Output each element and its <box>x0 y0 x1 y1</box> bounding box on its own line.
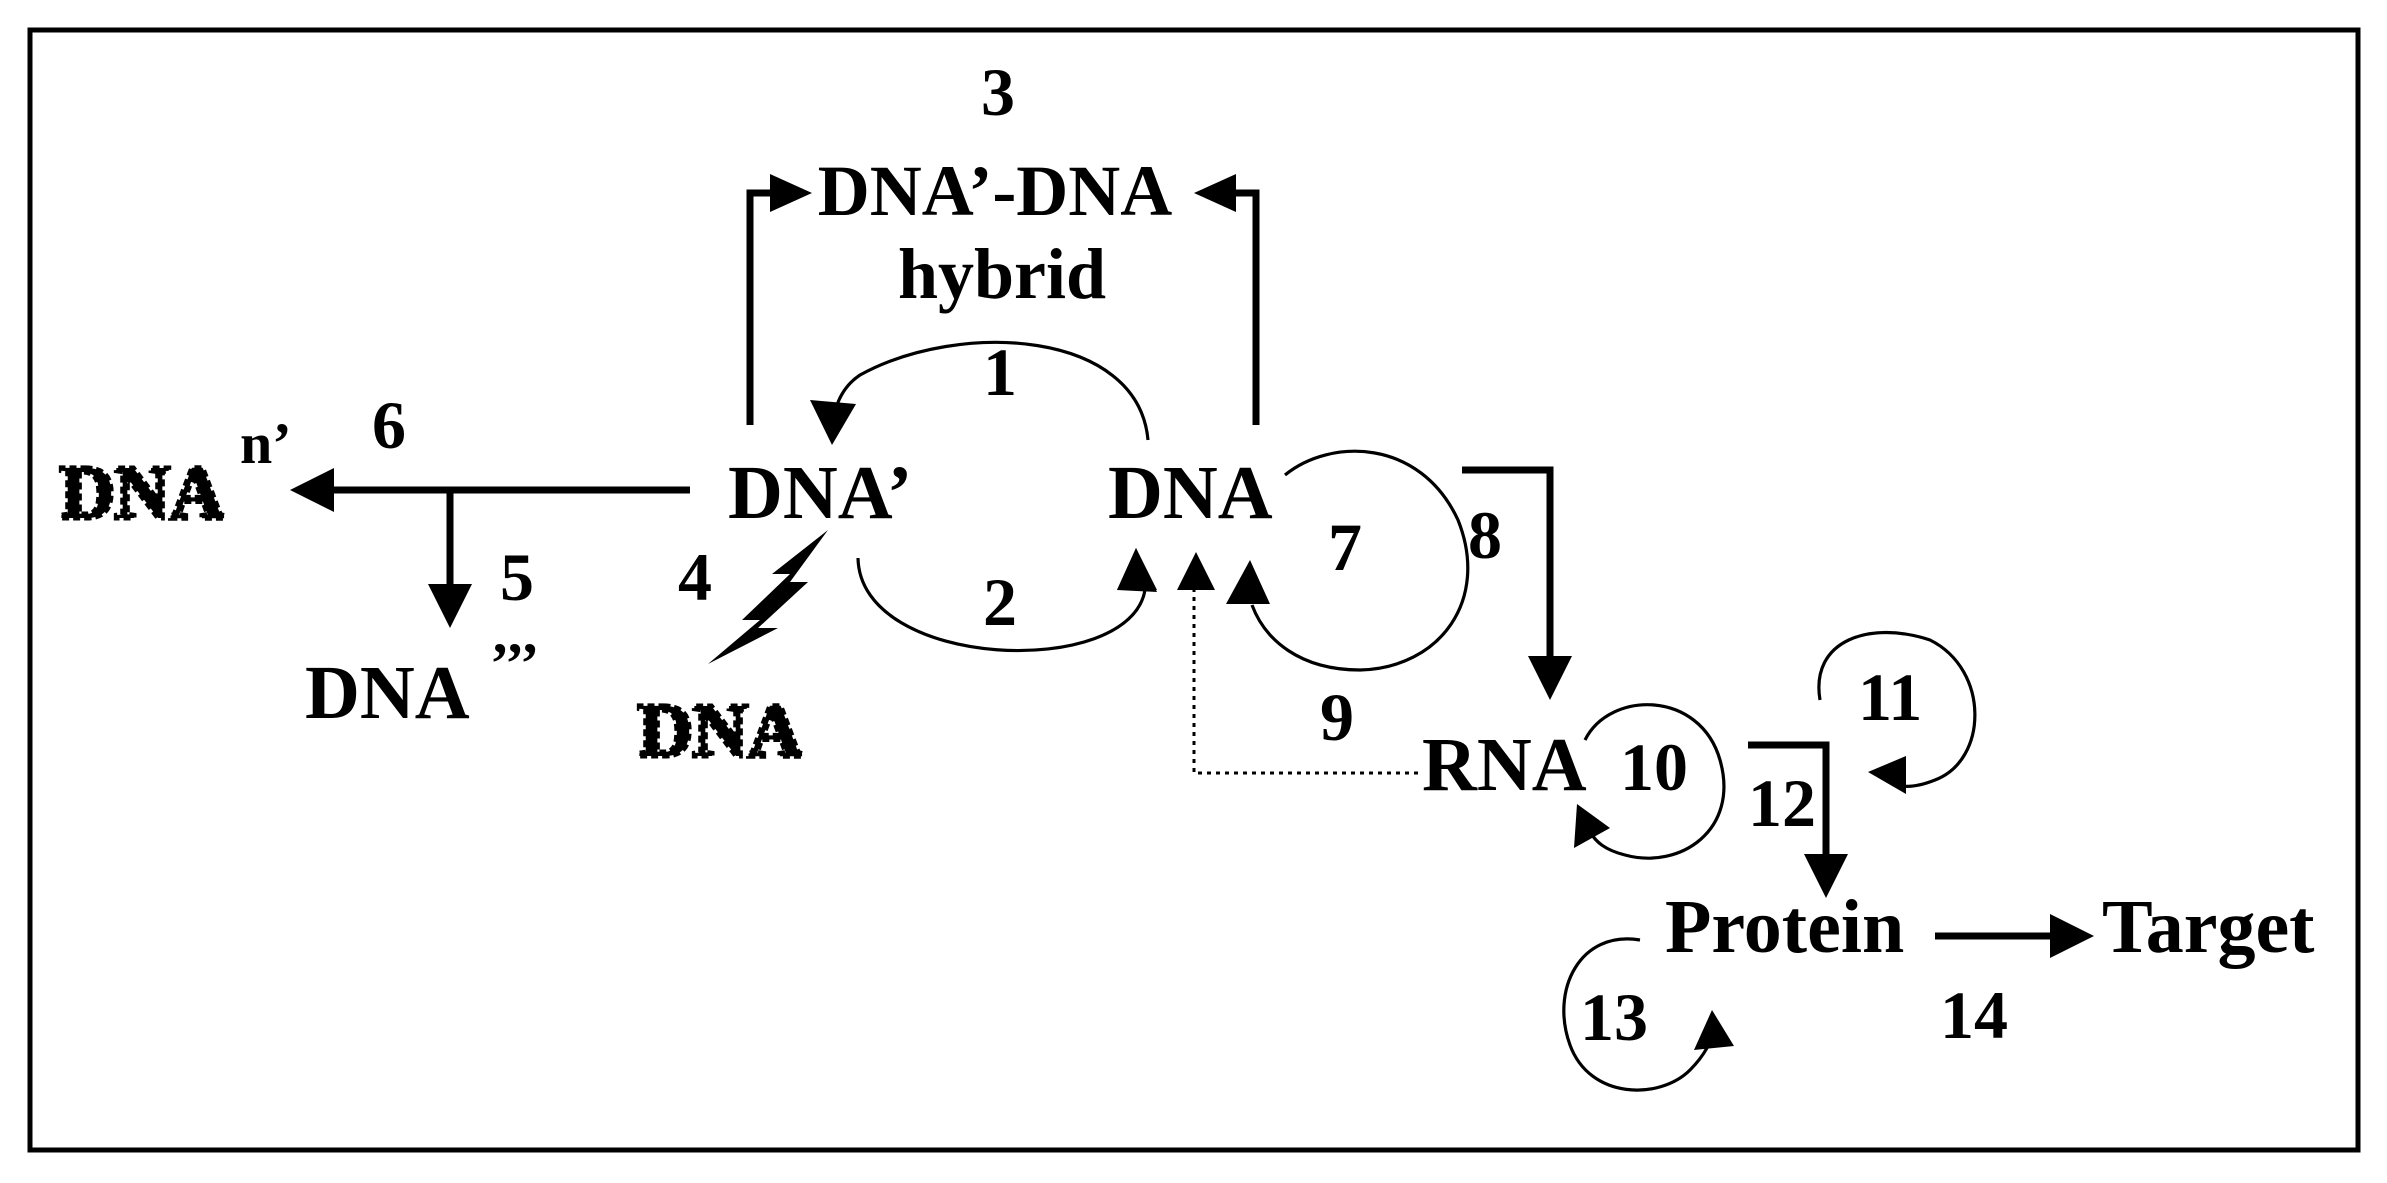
protein-node: Protein <box>1665 885 1904 969</box>
step-4-label: 4 <box>678 539 712 615</box>
step-13-arrow <box>1562 937 1734 1092</box>
feedback-arrowhead-left <box>1117 548 1157 590</box>
dna-prime-node: DNA’ <box>728 451 912 535</box>
hybrid-node-subtitle: hybrid <box>898 234 1106 314</box>
step-8-label: 8 <box>1468 497 1502 573</box>
feedback-arrowhead-middle <box>1177 552 1215 590</box>
rna-node: RNA <box>1422 723 1587 807</box>
step-11-label: 11 <box>1858 659 1922 735</box>
step-13-label: 13 <box>1580 979 1648 1055</box>
step-12-arrow <box>1748 741 1848 898</box>
step-7-arrow <box>1226 449 1470 672</box>
step-12-label: 12 <box>1748 765 1816 841</box>
step-3-label: 3 <box>981 54 1015 130</box>
step-5-label: 5 <box>500 539 534 615</box>
step-9-label: 9 <box>1320 679 1354 755</box>
step-10-label: 10 <box>1620 729 1688 805</box>
step-5-arrow <box>428 490 472 628</box>
step-14-arrow <box>1935 914 2094 958</box>
step-3-left-bracket <box>746 174 812 425</box>
step-8-arrow <box>1462 466 1572 700</box>
dna-triple-prime-node: DNA <box>305 651 470 735</box>
step-2-label: 2 <box>983 564 1017 640</box>
hybrid-node-title: DNA’-DNA <box>818 151 1173 231</box>
step-1-label: 1 <box>983 334 1017 410</box>
step-6-label: 6 <box>372 387 406 463</box>
dna-n-node: DNA <box>60 451 225 535</box>
damaged-dna-node: DNA <box>638 689 803 773</box>
dna-node: DNA <box>1108 451 1273 535</box>
target-node: Target <box>2102 885 2315 969</box>
step-1-arrow <box>810 340 1150 445</box>
step-7-label: 7 <box>1328 509 1362 585</box>
step-9-arrow <box>1192 590 1418 775</box>
step-11-arrow <box>1817 631 1977 794</box>
dna-n-superscript: n’ <box>240 411 292 476</box>
step-3-right-bracket <box>1194 174 1260 425</box>
step-6-arrow <box>290 468 690 512</box>
lightning-bolt-icon <box>708 530 828 664</box>
step-10-arrow <box>1574 703 1726 860</box>
dna-triple-prime-superscript: ’’’ <box>490 631 539 696</box>
step-14-label: 14 <box>1940 977 2008 1053</box>
